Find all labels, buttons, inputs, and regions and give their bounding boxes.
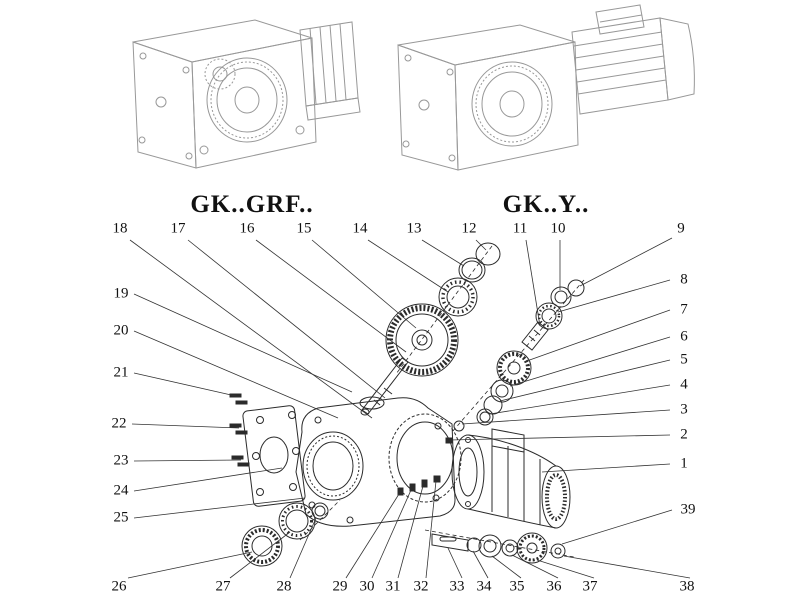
callout-31: 31 — [385, 578, 401, 595]
leader-31 — [397, 485, 424, 579]
fastener-set-mid — [397, 437, 453, 496]
output-shaft-assembly — [431, 532, 566, 564]
leader-36 — [511, 554, 559, 579]
callout-26: 26 — [111, 578, 127, 595]
leader-15 — [311, 239, 417, 329]
leader-37 — [536, 559, 595, 579]
shaft-part — [360, 357, 409, 416]
callout-36: 36 — [546, 578, 562, 595]
leader-38 — [563, 555, 691, 579]
callout-4: 4 — [680, 376, 688, 393]
leader-13 — [421, 239, 465, 267]
bearing-input-part — [535, 302, 563, 330]
leader-23 — [133, 459, 242, 462]
bearing-upper-part — [438, 277, 478, 317]
variant-title-left: GK..GRF.. — [190, 191, 314, 218]
leader-14 — [367, 239, 449, 293]
callout-29: 29 — [332, 578, 348, 595]
callout-6: 6 — [680, 328, 688, 345]
leader-35 — [491, 555, 522, 579]
callout-18: 18 — [112, 220, 128, 237]
callout-35: 35 — [509, 578, 525, 595]
leader-39 — [561, 509, 673, 545]
callout-8: 8 — [680, 271, 688, 288]
callout-30: 30 — [359, 578, 375, 595]
leader-18 — [129, 239, 373, 419]
callout-39: 39 — [680, 501, 696, 518]
drawing-gk-y — [397, 4, 695, 171]
leader-9 — [579, 237, 673, 287]
callout-2: 2 — [680, 426, 688, 443]
leader-11 — [525, 239, 541, 327]
callout-22: 22 — [111, 415, 127, 432]
leader-17 — [187, 239, 386, 399]
leader-29 — [345, 493, 400, 579]
rings-input-parts — [550, 279, 585, 308]
drawing-gk-grf — [132, 19, 361, 169]
leader-21 — [133, 372, 241, 398]
leader-lines — [127, 237, 691, 579]
leader-28 — [289, 517, 317, 579]
callout-17: 17 — [170, 220, 186, 237]
leader-2 — [449, 434, 671, 441]
callout-34: 34 — [476, 578, 492, 595]
leader-7 — [523, 309, 671, 363]
callout-28: 28 — [276, 578, 292, 595]
callout-13: 13 — [406, 220, 422, 237]
leader-32 — [425, 480, 437, 579]
motor-part — [451, 428, 571, 529]
variant-title-right: GK..Y.. — [502, 191, 590, 218]
callout-10: 10 — [550, 220, 566, 237]
callout-14: 14 — [352, 220, 368, 237]
callout-15: 15 — [296, 220, 312, 237]
callout-38: 38 — [679, 578, 695, 595]
callout-1: 1 — [680, 455, 688, 472]
callout-12: 12 — [461, 220, 477, 237]
leader-34 — [472, 550, 489, 579]
callout-20: 20 — [113, 322, 129, 339]
callout-27: 27 — [215, 578, 231, 595]
retaining-ring-left-part — [311, 502, 329, 520]
callout-33: 33 — [449, 578, 465, 595]
callout-7: 7 — [680, 301, 688, 318]
exploded-view — [229, 242, 585, 567]
leader-1 — [541, 463, 671, 473]
rings-mid-parts — [453, 395, 503, 432]
leader-6 — [509, 336, 671, 387]
rings-upper-parts — [458, 242, 501, 283]
callout-16: 16 — [239, 220, 255, 237]
callout-21: 21 — [113, 364, 129, 381]
leader-4 — [489, 384, 671, 415]
callout-11: 11 — [512, 220, 528, 237]
leader-12 — [475, 239, 487, 251]
callout-37: 37 — [582, 578, 598, 595]
pinion-shaft-part — [521, 321, 549, 351]
ring-gear-lower-left-part — [241, 525, 283, 567]
bolt-set-left — [229, 393, 250, 467]
leader-8 — [557, 279, 671, 313]
callout-5: 5 — [680, 351, 688, 368]
leader-22 — [131, 423, 240, 429]
leader-26 — [127, 551, 253, 579]
leader-25 — [133, 497, 306, 519]
leader-20 — [133, 330, 339, 419]
housing-part — [295, 396, 462, 527]
callout-19: 19 — [113, 285, 129, 302]
callout-9: 9 — [677, 220, 685, 237]
callout-3: 3 — [680, 401, 688, 418]
callout-32: 32 — [413, 578, 429, 595]
callout-24: 24 — [113, 482, 129, 499]
callout-25: 25 — [113, 509, 129, 526]
leader-19 — [133, 293, 353, 393]
leader-30 — [371, 489, 412, 579]
leader-24 — [133, 467, 283, 492]
leader-33 — [447, 547, 463, 579]
callout-23: 23 — [113, 452, 129, 469]
leader-5 — [499, 359, 671, 402]
leader-3 — [461, 409, 671, 425]
flange-part — [242, 405, 306, 507]
leader-27 — [229, 531, 291, 579]
leader-16 — [255, 239, 407, 353]
